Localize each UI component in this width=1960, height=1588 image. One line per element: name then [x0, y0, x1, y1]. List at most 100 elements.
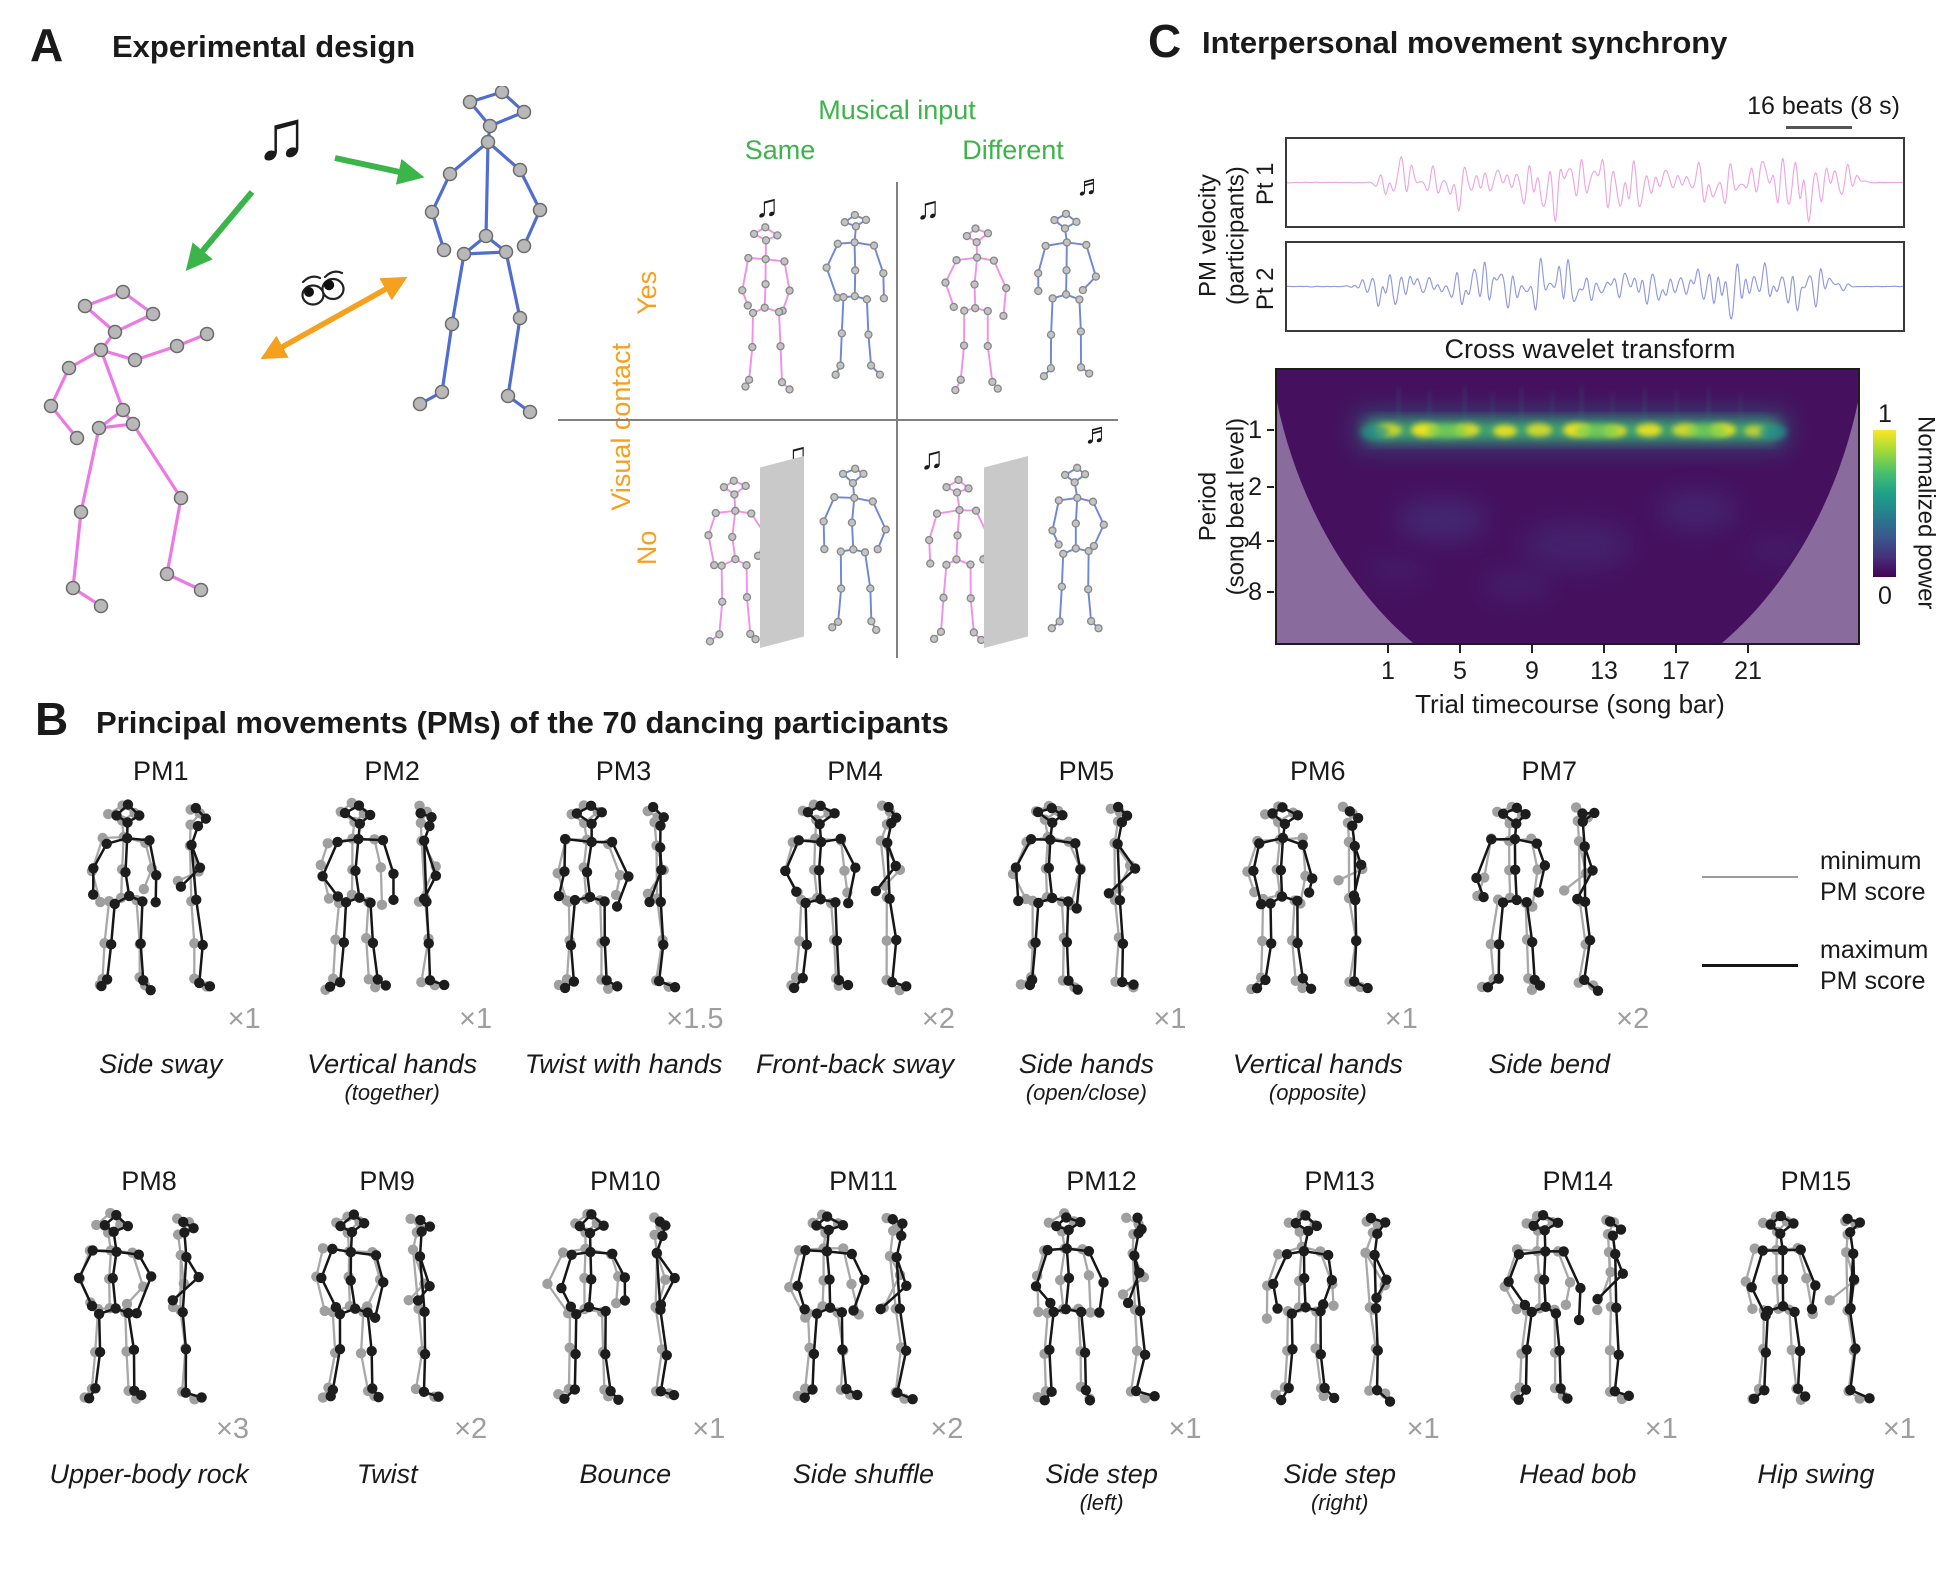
pm-panel-pm11: PM11 ×2 Side shuffle	[744, 1166, 982, 1517]
pm-multiplier: ×2	[930, 1413, 964, 1445]
pm-panel-pm1: PM1 ×1 Side sway	[45, 756, 276, 1107]
trace1-box	[1285, 137, 1905, 228]
pm-panel-pm6: PM6 ×1 Vertical hands (opposite)	[1202, 756, 1433, 1107]
trace1-label: Pt 1	[1252, 162, 1280, 206]
xtick-mark	[1459, 645, 1461, 653]
pm-sublabel: (opposite)	[1268, 1080, 1367, 1106]
legend-min-item: minimum PM score	[1702, 846, 1940, 909]
pm-label: Twist with hands	[524, 1049, 723, 1079]
pm-panel-pm9: PM9 ×2 Twist	[268, 1166, 506, 1517]
wavelet-ytick: 4	[1248, 527, 1262, 555]
pm-score-legend: minimum PM score maximum PM score	[1702, 846, 1940, 1023]
legend-min-label: minimum PM score	[1820, 847, 1926, 907]
mini-dancer-blue	[819, 464, 890, 635]
xtick-mark	[1531, 645, 1533, 653]
trace1-waveform	[1286, 155, 1904, 223]
pm-panel-pm15: PM15 ×1 Hip swing	[1697, 1166, 1935, 1517]
pm-skeleton-figure: ×1	[1490, 1202, 1678, 1450]
velocity-ylabel: PM velocity (participants)	[1194, 166, 1249, 305]
pm-id: PM1	[132, 756, 189, 786]
pm-id: PM4	[827, 756, 883, 786]
mini-dancer-pink	[738, 223, 794, 394]
musical-input-header: Musical input	[818, 95, 976, 125]
arrow-music-to-blue	[334, 155, 425, 185]
colorbar-label: Normalized power	[1912, 416, 1940, 610]
pm-label: Side step	[1045, 1459, 1158, 1489]
pm-row-2: PM8 ×3 Upper-body rock PM9 ×2 Twist PM10…	[30, 1166, 1935, 1517]
pm-label: Head bob	[1519, 1459, 1637, 1489]
wavelet-xtick: 21	[1734, 657, 1762, 685]
music-note-alt-icon: ♬	[1084, 418, 1113, 450]
wavelet-xtick: 17	[1662, 657, 1690, 685]
pm-multiplier: ×1.5	[666, 1003, 724, 1035]
dancer-blue-skeleton	[412, 86, 548, 420]
colorbar-max: 1	[1878, 400, 1892, 428]
arrow-music-to-pink	[185, 190, 255, 272]
pm-id: PM8	[121, 1166, 177, 1196]
pm-skeleton-figure: ×1.5	[536, 792, 724, 1040]
pm-multiplier: ×1	[692, 1413, 726, 1445]
panel-c-letter: C	[1148, 15, 1182, 67]
pm-label: Side hands	[1018, 1049, 1154, 1079]
pm-multiplier: ×1	[1384, 1003, 1418, 1035]
pm-label: Vertical hands	[1232, 1049, 1403, 1079]
colorbar	[1873, 430, 1896, 577]
wavelet-title: Cross wavelet transform	[1444, 334, 1736, 364]
panel-b-title: Principal movements (PMs) of the 70 danc…	[96, 705, 949, 740]
cone-of-influence-left	[1277, 402, 1413, 643]
mini-dancer-pink	[704, 476, 771, 646]
pm-skeleton-figure: ×2	[767, 792, 955, 1040]
ytick-mark	[1267, 429, 1274, 431]
xtick-mark	[1747, 645, 1749, 653]
pm-row-1: PM1 ×1 Side sway PM2 ×1 Vertical hands (…	[45, 756, 1665, 1107]
ytick-mark	[1267, 591, 1274, 593]
pm-skeleton-figure: ×1	[1014, 1202, 1202, 1450]
quadrant-same-yes: ♫	[700, 188, 915, 414]
ytick-mark	[1267, 540, 1274, 542]
pm-skeleton-figure: ×1	[1252, 1202, 1440, 1450]
music-note-icon: ♫	[755, 188, 779, 224]
occluder-wall	[760, 456, 804, 648]
legend-min-line	[1702, 876, 1798, 879]
panel-a-letter: A	[30, 19, 64, 71]
pm-panel-pm12: PM12 ×1 Side step (left)	[983, 1166, 1221, 1517]
pm-id: PM9	[359, 1166, 415, 1196]
pm-skeleton-figure: ×2	[299, 1202, 487, 1450]
pm-label: Side sway	[99, 1049, 223, 1079]
quadrant-different-no: ♫ ♬	[908, 420, 1123, 664]
wavelet-xtick: 1	[1381, 657, 1395, 685]
wavelet-xtick: 5	[1453, 657, 1467, 685]
mini-dancer-pink	[924, 475, 993, 645]
pm-id: PM7	[1521, 756, 1577, 786]
pm-skeleton-figure: ×1	[1230, 792, 1418, 1040]
dancer-pink-skeleton	[43, 284, 215, 614]
pm-sublabel: (open/close)	[1025, 1080, 1147, 1106]
pm-sublabel: (right)	[1310, 1490, 1369, 1516]
pm-label: Side bend	[1488, 1049, 1611, 1079]
wavelet-tendrils	[1397, 386, 1742, 424]
pm-label: Vertical hands	[307, 1049, 478, 1079]
pm-panel-pm8: PM8 ×3 Upper-body rock	[30, 1166, 268, 1517]
pm-label: Bounce	[579, 1459, 672, 1489]
pm-id: PM15	[1780, 1166, 1852, 1196]
legend-max-line	[1702, 964, 1798, 968]
column-same-label: Same	[744, 135, 816, 165]
xtick-mark	[1603, 645, 1605, 653]
pm-label: Front-back sway	[755, 1049, 954, 1079]
mini-dancer-pink	[941, 224, 1011, 395]
occluder-wall	[984, 456, 1028, 648]
wavelet-heatmap	[1275, 368, 1860, 645]
pm-multiplier: ×1	[1882, 1413, 1916, 1445]
mini-dancer-blue	[1034, 209, 1101, 381]
wavelet-xlabel: Trial timecourse (song bar)	[1415, 689, 1725, 719]
xtick-mark	[1675, 645, 1677, 653]
trace2-waveform	[1286, 257, 1904, 320]
pm-skeleton-figure: ×1	[73, 792, 261, 1040]
pm-skeleton-figure: ×1	[998, 792, 1186, 1040]
pm-id: PM5	[1058, 756, 1115, 786]
scalebar-label: 16 beats (8 s)	[1747, 92, 1900, 120]
pm-id: PM14	[1542, 1166, 1614, 1196]
pm-id: PM13	[1304, 1166, 1375, 1196]
legend-max-item: maximum PM score	[1702, 935, 1940, 998]
scalebar-line	[1786, 126, 1852, 129]
